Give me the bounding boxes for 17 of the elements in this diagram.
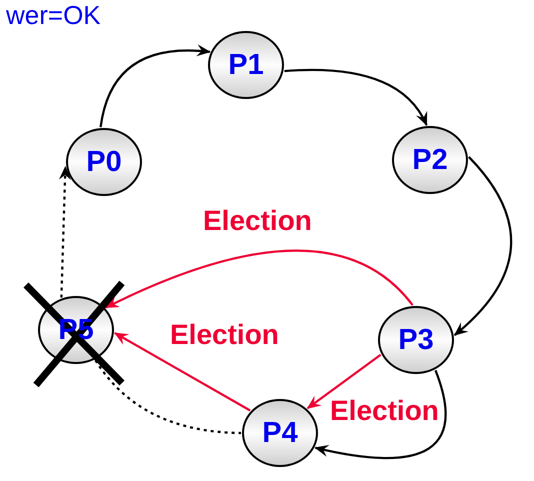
dotted-arrow <box>58 166 71 298</box>
process-circle <box>242 399 318 467</box>
node-label: P0 <box>86 146 122 178</box>
node-label: P3 <box>398 324 434 356</box>
arrow <box>284 68 428 126</box>
arrow <box>314 370 446 460</box>
arrow <box>100 44 211 128</box>
dotted-line <box>94 360 242 434</box>
node-label: P4 <box>262 416 298 450</box>
node-label: P2 <box>412 144 448 176</box>
node-label: P5 <box>58 314 94 346</box>
arrow <box>454 156 512 336</box>
node-label: P1 <box>228 48 264 82</box>
arrow <box>306 354 382 410</box>
note-text: wer=OK <box>6 2 101 28</box>
arrow <box>104 250 414 308</box>
arrow <box>114 332 251 412</box>
